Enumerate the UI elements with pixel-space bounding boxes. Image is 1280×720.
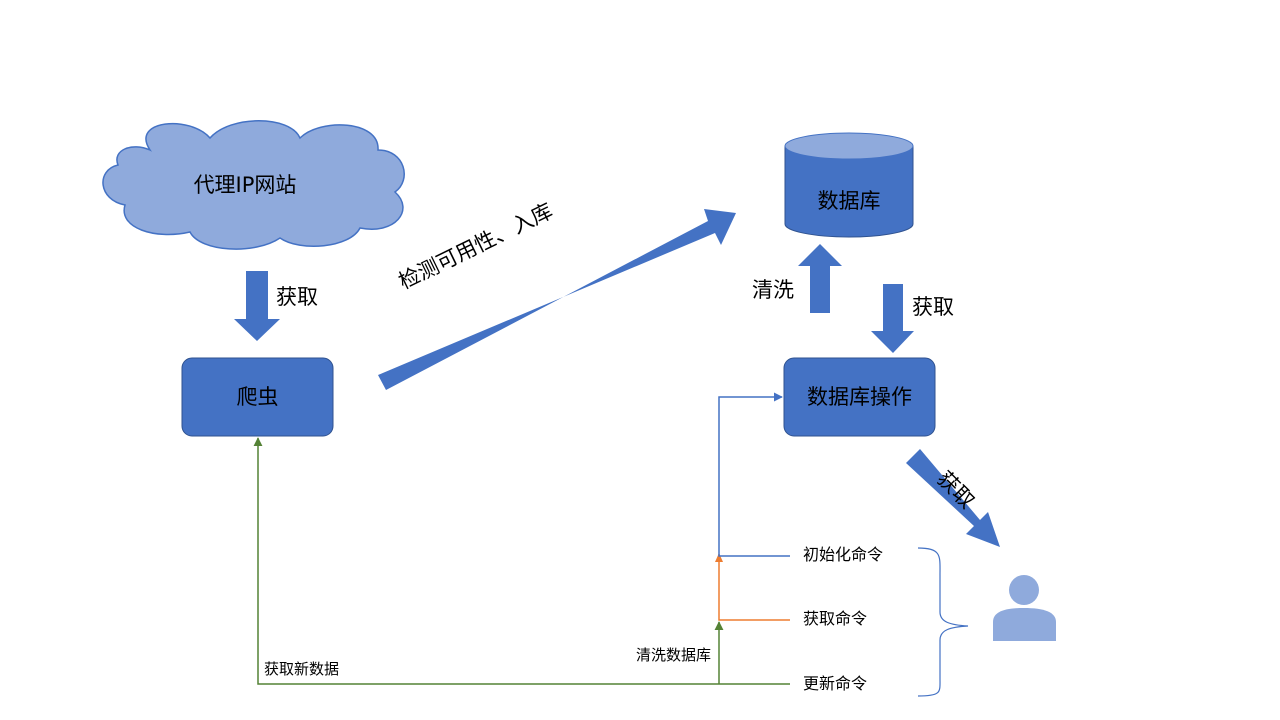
fetch-down-arrow (234, 271, 280, 341)
fetch-top-label: 获取 (276, 285, 318, 309)
crawler-label: 爬虫 (236, 385, 279, 409)
fetch-user-arrow (906, 449, 1000, 547)
proxy-site-label: 代理IP网站 (193, 173, 297, 197)
clean-db-label: 清洗数据库 (636, 646, 712, 664)
database-cylinder (784, 132, 914, 238)
update-command-label[interactable]: 更新命令 (803, 674, 868, 693)
person-icon (993, 575, 1056, 641)
update-to-crawler-line (253, 437, 790, 685)
clean-label: 清洗 (752, 278, 794, 302)
get-command-line (718, 554, 790, 621)
init-command-label[interactable]: 初始化命令 (803, 545, 884, 564)
db-operation-label: 数据库操作 (807, 385, 912, 409)
db-operation-box (783, 357, 936, 437)
init-to-db-operation-line (718, 392, 790, 557)
orange-arrowhead (715, 553, 723, 562)
fetch-db-label: 获取 (912, 295, 954, 319)
check-store-arrow (378, 209, 736, 390)
get-command-label[interactable]: 获取命令 (803, 609, 868, 628)
proxy-site-cloud (102, 120, 405, 250)
database-label: 数据库 (817, 189, 881, 213)
command-brace (917, 547, 969, 697)
crawler-box (181, 357, 334, 437)
fetch-db-down-arrow (871, 284, 914, 353)
fetch-new-data-label: 获取新数据 (264, 660, 340, 678)
clean-up-arrow (798, 244, 842, 313)
